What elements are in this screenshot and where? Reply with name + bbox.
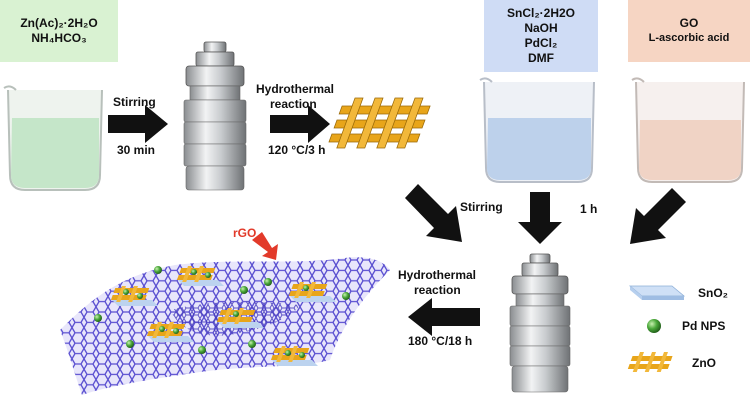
arrow-go-to-mix [630,188,686,244]
rgo-pointer-arrow [252,232,278,260]
beaker-sn-icon [479,77,595,183]
reagent-go-line2: L-ascorbic acid [648,32,730,44]
label-stirring-1: Stirring [113,95,156,109]
autoclave-1-icon [183,41,247,191]
reagent-box-go: GO L-ascorbic acid [628,0,750,62]
label-hydro-2-b: reaction [414,283,461,297]
beaker-go-icon [631,77,745,183]
label-rgo: rGO [233,226,257,240]
zno-product-icon [328,97,431,149]
reagent-sn-line1: SnCl₂·2H2O [506,6,575,20]
label-stirring-2-time: 1 h [580,202,598,216]
label-stirring-2: Stirring [460,200,503,214]
reagent-sn-line4: DMF [528,51,554,65]
reagent-box-sn: SnCl₂·2H2O NaOH PdCl₂ DMF [484,0,598,72]
arrow-hydro-2 [408,298,480,336]
pd-spheres [94,266,350,354]
beaker-zn-icon [3,85,103,191]
arrow-zno-to-mix [405,184,462,242]
reagent-sn-line2: NaOH [524,21,558,35]
legend-label-sno2: SnO₂ [698,286,728,300]
legend-label-zno: ZnO [692,356,716,370]
arrow-stirring-1 [108,105,168,143]
sno2-slab-icon [628,285,686,300]
reagent-sn-line3: PdCl₂ [524,36,558,50]
reagent-box-zn: Zn(Ac)₂·2H₂O NH₄HCO₃ [0,0,118,62]
legend-label-pd: Pd NPS [682,319,726,333]
arrow-hydro-1 [270,105,330,143]
reagent-go-line1: GO [679,16,699,30]
label-hydro-2: Hydrothermal [398,268,477,282]
pd-sphere-icon [647,319,661,333]
reagent-zn-line2: NH₄HCO₃ [31,31,87,45]
zno-sno2-cluster [110,266,336,366]
label-hydro-1-b: reaction [270,97,317,111]
reagent-zn-line1: Zn(Ac)₂·2H₂O [20,16,98,30]
zno-lattice-icon [627,352,673,372]
label-stirring-1-time: 30 min [117,143,156,157]
label-hydro-1-cond: 120 °C/3 h [268,143,326,157]
label-hydro-1: Hydrothermal [256,82,335,96]
autoclave-2-icon [509,253,571,393]
arrow-sn-to-mix [518,192,562,244]
label-hydro-2-cond: 180 °C/18 h [408,334,473,348]
